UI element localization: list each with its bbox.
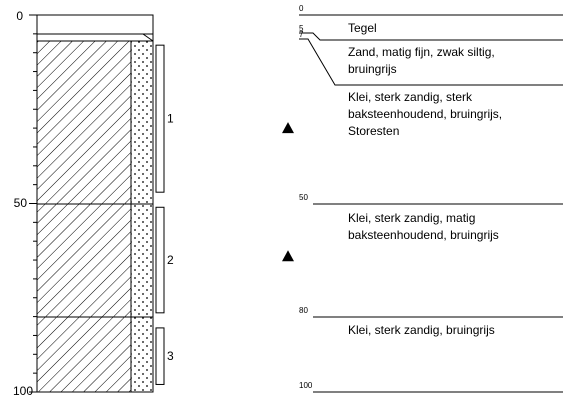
layer-description-klei-1-line-3: Storesten [348,124,399,138]
boundary-line-7 [299,38,563,86]
column-corner-mark [142,33,154,42]
depth-axis-label-50: 50 [14,196,28,210]
depth-axis-ticks [29,14,37,393]
column-layer-zand [36,33,154,42]
boundary-label-80: 80 [299,306,308,315]
water-level-marker-2 [282,250,294,262]
depth-axis: 0 50 100 [13,9,38,398]
layer-boundaries: 0 5 7 50 80 100 [299,4,563,393]
layer-description-zand-line-2: bruingrijs [348,62,397,76]
sample-label-3: 3 [167,349,174,363]
column-sand-fraction-dots [130,40,154,393]
soil-column [36,14,154,393]
depth-axis-label-0: 0 [16,9,23,23]
layer-description-zand-line-1: Zand, matig fijn, zwak siltig, [348,45,495,59]
water-level-markers [282,122,294,262]
sample-interval-2 [155,206,165,314]
sample-label-2: 2 [167,253,174,267]
layer-description-klei-2-line-2: baksteenhoudend, bruingrijs [348,228,499,242]
water-level-marker-1 [282,122,294,134]
layer-description-klei-1-line-1: Klei, sterk zandig, sterk [348,90,473,104]
layer-description-tegel: Tegel [348,21,377,35]
layer-descriptions: Tegel Zand, matig fijn, zwak siltig, bru… [348,21,502,337]
boundary-label-7: 7 [299,30,304,39]
column-layer-tegel [36,14,154,35]
sample-interval-1 [155,44,165,193]
boundary-line-5 [299,32,563,41]
sample-interval-3 [155,327,165,385]
sample-label-1: 1 [167,112,174,126]
boundary-label-100: 100 [299,381,313,390]
depth-axis-label-100: 100 [13,384,33,398]
boundary-label-5: 5 [299,24,304,33]
layer-description-klei-3: Klei, sterk zandig, bruingrijs [348,323,495,337]
boundary-label-50: 50 [299,193,308,202]
column-clay-hatch [36,40,132,393]
layer-description-klei-1-line-2: baksteenhoudend, bruingrijs, [348,107,502,121]
layer-description-klei-2-line-1: Klei, sterk zandig, matig [348,211,475,225]
sample-intervals: 1 2 3 [155,44,174,385]
boundary-label-0: 0 [299,4,304,13]
